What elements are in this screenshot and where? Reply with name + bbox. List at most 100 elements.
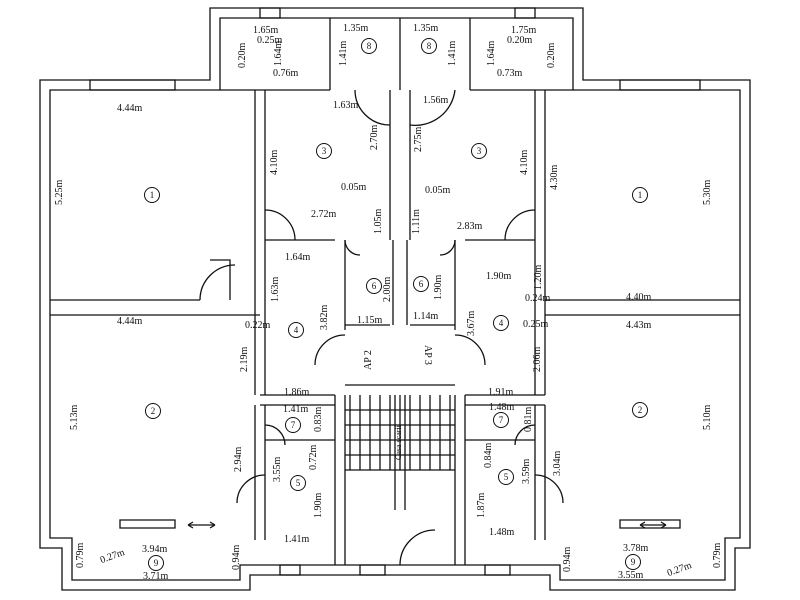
apartment-label: AP 2 [363, 350, 374, 370]
dimension-label: 0.20m [237, 42, 248, 68]
dimension-label: 2.75m [413, 126, 424, 152]
outer-wall [39, 7, 751, 591]
dimension-label: 1.90m [486, 271, 512, 282]
room-number: 9 [148, 555, 164, 571]
dimension-label: 1.48m [489, 402, 515, 413]
dimension-label: 0.20m [546, 42, 557, 68]
dimension-label: 2.06m [532, 346, 543, 372]
dimension-label: 5.30m [702, 179, 713, 205]
dimension-label: 1.48m [489, 527, 515, 538]
room-number: 4 [493, 315, 509, 331]
room-number: 1 [632, 187, 648, 203]
door-swing [409, 89, 456, 126]
dimension-label: 0.84m [483, 442, 494, 468]
dimension-label: 4.43m [626, 320, 652, 331]
door-swing [534, 474, 564, 504]
room-number: 6 [366, 278, 382, 294]
room-number: 5 [498, 469, 514, 485]
wall-core-6 [392, 240, 408, 325]
dimension-label: 1.63m [270, 276, 281, 302]
dimension-label: 5.25m [54, 179, 65, 205]
room-number: 7 [493, 412, 509, 428]
dimension-label: 0.79m [712, 542, 723, 568]
dimension-label: 1.41m [338, 40, 349, 66]
dimension-label: 3.94m [142, 544, 168, 555]
door-swing [236, 474, 266, 504]
dimension-label: 1.64m [486, 40, 497, 66]
dimension-label: 1.64m [285, 252, 311, 263]
wall-core-3 [389, 90, 411, 240]
window [359, 564, 511, 576]
dimension-label: 1.11m [411, 209, 422, 234]
dimension-label: 1.20m [533, 264, 544, 290]
dimension-label: 4.10m [269, 149, 280, 175]
dimension-label: 2.94m [233, 446, 244, 472]
dimension-label: 1.91m [488, 387, 514, 398]
door-swing [439, 239, 456, 256]
room-number: 1 [144, 187, 160, 203]
dimension-label: 5.10m [702, 404, 713, 430]
room-number: 4 [288, 322, 304, 338]
wall-right-b [545, 299, 740, 316]
window [259, 7, 536, 19]
wall-left-d [260, 394, 335, 406]
dimension-label: 0.24m [525, 293, 551, 304]
dimension-label: 2.72m [311, 209, 337, 220]
door-swing [199, 264, 236, 301]
dimension-label: 3.82m [319, 304, 330, 330]
door-swing [454, 334, 486, 366]
dimension-label: 4.44m [117, 316, 143, 327]
dimension-label: 4.10m [519, 149, 530, 175]
dimension-label: 3.67m [466, 310, 477, 336]
dimension-label: 4.40m [626, 292, 652, 303]
door-swing [264, 209, 296, 241]
dimension-label: 2.83m [457, 221, 483, 232]
dimension-label: 3.55m [618, 570, 644, 581]
dimension-label: 2.70m [369, 124, 380, 150]
wall-left-c [254, 240, 266, 395]
door-swing [504, 209, 536, 241]
dimension-label: 0.25m [523, 319, 549, 330]
balcony-arrow [639, 521, 667, 529]
room-number: 8 [361, 38, 377, 54]
dimension-label: 3.55m [272, 456, 283, 482]
dimension-label: 0.05m [341, 182, 367, 193]
door-swing [514, 424, 536, 446]
room-number: 7 [285, 417, 301, 433]
dimension-label: 1.14m [413, 311, 439, 322]
wall-right-a [534, 90, 546, 240]
dimension-label: 3.78m [623, 543, 649, 554]
window [119, 519, 681, 529]
dimension-label: 0.20m [507, 35, 533, 46]
dimension-label: 3.71m [143, 571, 169, 582]
dimension-label: 0.25m [257, 35, 283, 46]
stairwell-label: Casa scarii [394, 425, 403, 460]
dimension-label: 1.87m [476, 492, 487, 518]
dimension-label: 1.64m [273, 40, 284, 66]
room-number: 2 [145, 403, 161, 419]
wall-core-4 [344, 240, 456, 330]
dimension-label: 0.76m [273, 68, 299, 79]
balcony-arrow [187, 521, 216, 529]
room-number: 6 [413, 276, 429, 292]
dimension-label: 0.94m [231, 544, 242, 570]
dimension-label: 0.22m [245, 320, 271, 331]
dimension-label: 1.35m [343, 23, 369, 34]
window [279, 564, 301, 576]
dimension-label: 3.04m [552, 450, 563, 476]
wall-left-e [254, 405, 266, 540]
dimension-label: 1.90m [313, 492, 324, 518]
wall-core-1 [329, 18, 471, 90]
dimension-label: 1.90m [433, 274, 444, 300]
door-swing [399, 529, 436, 566]
dimension-label: 0.73m [497, 68, 523, 79]
stair-wall-left [334, 395, 346, 565]
dimension-label: 5.13m [69, 404, 80, 430]
dimension-label: 0.05m [425, 185, 451, 196]
dimension-label: 1.15m [357, 315, 383, 326]
dimension-label: 2.19m [239, 346, 250, 372]
dimension-label: 0.81m [523, 406, 534, 432]
dimension-label: 1.35m [413, 23, 439, 34]
door-swing [314, 334, 346, 366]
